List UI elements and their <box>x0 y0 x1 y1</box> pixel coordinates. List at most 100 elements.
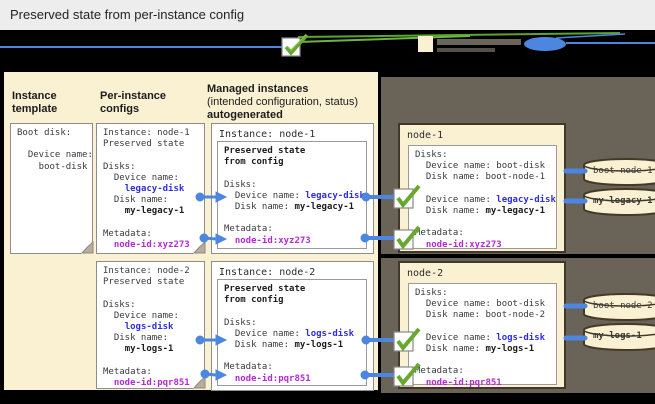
card-line: Device name: legacy-disk <box>415 195 556 206</box>
card-line: Instance: node-1 <box>103 128 204 139</box>
card-text: node-id:pqr851 <box>234 373 311 384</box>
disk-label: boot-node-1 <box>593 166 653 176</box>
card-text: Instance: node-2 <box>103 266 190 276</box>
card-text: legacy-disk <box>305 190 365 201</box>
card-line: Disk name: my-legacy-1 <box>415 206 556 217</box>
card-text <box>224 168 229 178</box>
card-line: Device name: logs-disk <box>415 333 556 344</box>
card-text: Instance: node-1 <box>103 128 190 138</box>
card-text: Device name: <box>224 328 306 339</box>
card-text: Disk name: <box>103 333 169 344</box>
header-line: Instance <box>12 90 57 102</box>
card-line: Device name: <box>103 311 204 322</box>
card-line: Disks: <box>103 162 204 173</box>
card-text <box>103 322 125 332</box>
card-line <box>103 356 204 367</box>
disk-cylinder-icon <box>583 188 655 216</box>
header-instance-template: Instance template <box>12 90 57 116</box>
card-text <box>103 150 108 160</box>
card-text: Boot disk: <box>17 128 72 138</box>
vm-card-node-1: node-1 Disks: Device name: boot-disk Dis… <box>398 123 566 253</box>
card-text: node-id:xyz273 <box>425 239 502 250</box>
card-line: my-logs-1 <box>103 344 204 355</box>
card-line: Disk name: <box>103 195 204 206</box>
card-text: Metadata: <box>103 366 152 377</box>
card-text <box>224 236 235 246</box>
card-line: my-legacy-1 <box>103 206 204 217</box>
card-line: legacy-disk <box>103 184 204 195</box>
persistent-disk-boot-node-1: boot-node-1 <box>582 157 655 187</box>
card-line <box>415 184 556 195</box>
header-line: (intended configuration, status) <box>207 96 359 108</box>
persistent-disk-boot-node-2: boot-node-2 <box>582 292 655 322</box>
card-text: Disks: <box>224 317 257 328</box>
card-text: Device name: <box>103 172 179 183</box>
card-text: logs-disk <box>124 322 174 333</box>
card-text: from config <box>224 295 284 306</box>
card-text: Disk name: boot-node-2 <box>415 310 546 321</box>
card-line <box>415 355 556 366</box>
vm-state-box: Disks: Device name: boot-disk Disk name:… <box>408 283 557 388</box>
legend-text-redacted <box>437 39 521 45</box>
dogear-icon <box>192 240 207 255</box>
card-text: Device name: <box>415 194 497 205</box>
header-line: autogenerated <box>207 109 283 121</box>
card-text: logs-disk <box>305 328 355 339</box>
card-text: Metadata: <box>224 224 273 235</box>
card-line: Disk name: my-logs-1 <box>224 340 366 351</box>
status-check-icon <box>393 327 421 352</box>
card-line: node-id:xyz273 <box>415 240 556 251</box>
card-text: Device name: <box>17 150 93 161</box>
card-text <box>103 240 114 250</box>
disk-cylinder-icon <box>583 158 655 186</box>
card-text: my-logs-1 <box>485 344 535 355</box>
card-line: Disks: <box>224 180 366 191</box>
card-text <box>224 374 235 384</box>
card-line: Metadata: <box>103 367 204 378</box>
card-text: node-id:xyz273 <box>113 240 190 251</box>
card-line <box>103 218 204 229</box>
card-line: Metadata: <box>224 224 366 235</box>
card-text: Device name: <box>224 190 306 201</box>
card-text <box>103 218 108 228</box>
disk-label: boot-node-2 <box>593 301 653 311</box>
card-text: Disks: <box>103 161 136 172</box>
status-check-icon <box>393 225 421 250</box>
card-text: my-legacy-1 <box>485 206 546 217</box>
card-line <box>224 351 366 362</box>
card-text: node-id:pqr851 <box>425 377 502 388</box>
card-text: Device name: <box>103 310 179 321</box>
card-line: node-id:pqr851 <box>415 378 556 389</box>
status-check-icon <box>393 362 421 387</box>
status-check-icon <box>393 184 421 209</box>
disk-cylinder-icon <box>583 323 655 351</box>
vm-card-node-2: node-2 Disks: Device name: boot-disk Dis… <box>398 261 566 389</box>
card-text: Metadata: <box>415 366 464 377</box>
vm-card-title: node-1 <box>407 130 444 141</box>
card-line: Disks: <box>415 288 556 299</box>
card-text: Device name: boot-disk <box>415 161 546 172</box>
card-line: Disks: <box>103 300 204 311</box>
disk-label: my-legacy-1 <box>593 196 653 206</box>
instance-template-card: Boot disk: Device name: boot-disk <box>10 123 93 254</box>
card-text: Metadata: <box>103 228 152 239</box>
card-line: Preserved state <box>224 146 366 157</box>
header-line: Per-instance <box>100 90 167 102</box>
card-text: node-id:pqr851 <box>113 378 190 389</box>
persistent-disk-my-logs-1: my-logs-1 <box>582 322 655 352</box>
card-line: from config <box>224 157 366 168</box>
card-line <box>17 139 92 150</box>
card-line <box>103 288 204 299</box>
card-line: node-id:pqr851 <box>224 374 366 385</box>
card-text: my-legacy-1 <box>294 202 355 213</box>
card-text: Disk name: <box>224 340 295 351</box>
disk-icon <box>524 37 566 51</box>
card-line: Device name: boot-disk <box>415 161 556 172</box>
header-line: Managed instances <box>207 83 309 95</box>
card-text: Preserved state <box>224 284 306 294</box>
